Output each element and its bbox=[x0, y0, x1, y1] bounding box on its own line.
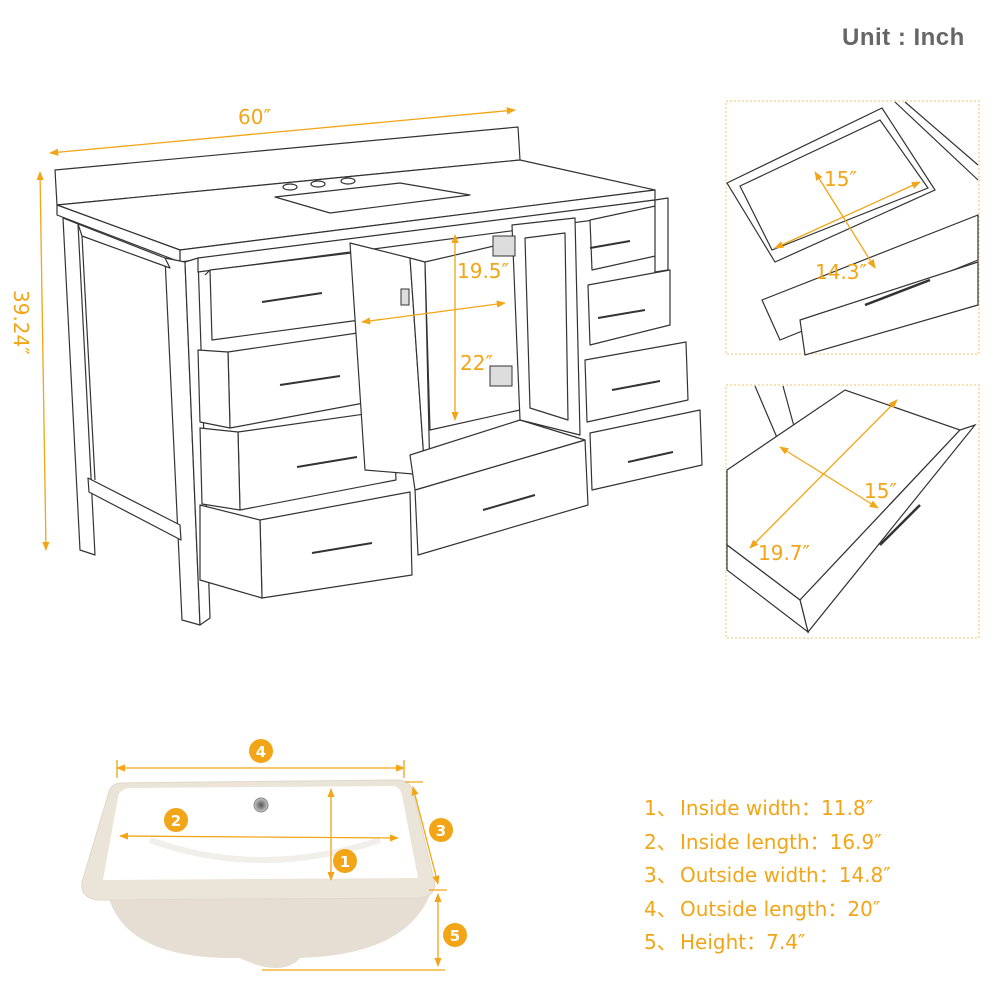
bottom-drawer-width-label: 15″ bbox=[864, 479, 897, 503]
vanity-drawing bbox=[54, 126, 703, 626]
cabinet-opening-width-label: 22″ bbox=[460, 351, 493, 375]
legend-item-height: 5、Height：7.4″ bbox=[644, 930, 806, 954]
sink-badge-2: 2 bbox=[164, 808, 188, 832]
svg-text:1: 1 bbox=[340, 853, 350, 871]
sink-dimensions bbox=[116, 760, 447, 971]
svg-text:5: 5 bbox=[450, 927, 460, 945]
sink-image bbox=[81, 779, 436, 968]
svg-text:4: 4 bbox=[256, 743, 266, 761]
vanity-width-label: 60″ bbox=[238, 105, 271, 129]
detail-box-top-drawer: 15″ 14.3″ bbox=[725, 100, 980, 356]
top-drawer-width-label: 15″ bbox=[824, 167, 857, 191]
legend-item-outside-length: 4、Outside length：20″ bbox=[644, 896, 881, 921]
cabinet-opening-height-label: 19.5″ bbox=[457, 259, 509, 283]
svg-text:2: 2 bbox=[171, 812, 181, 830]
vanity-height-label: 39.24″ bbox=[9, 290, 33, 355]
sink-badge-3: 3 bbox=[429, 818, 453, 842]
unit-label: Unit : Inch bbox=[842, 24, 965, 51]
door-hinges bbox=[400, 235, 516, 387]
sink-badge-1: 1 bbox=[333, 849, 357, 873]
drawer-handles bbox=[261, 240, 674, 554]
sink-dimension-legend: 1、Inside width：11.8″ 2、Inside length：16.… bbox=[644, 792, 891, 960]
bottom-drawer-depth-label: 19.7″ bbox=[758, 541, 810, 565]
detail-box-bottom-drawer: 15″ 19.7″ bbox=[725, 384, 980, 639]
legend-item-inside-width: 1、Inside width：11.8″ bbox=[644, 796, 874, 820]
top-drawer-depth-label: 14.3″ bbox=[815, 260, 867, 284]
sink-badge-4: 4 bbox=[249, 739, 273, 763]
legend-item-outside-width: 3、Outside width：14.8″ bbox=[644, 863, 891, 887]
legend-item-inside-length: 2、Inside length：16.9″ bbox=[644, 829, 882, 854]
sink-badge-5: 5 bbox=[443, 923, 467, 947]
vanity-dimensions bbox=[36, 107, 516, 551]
svg-text:3: 3 bbox=[436, 822, 446, 840]
